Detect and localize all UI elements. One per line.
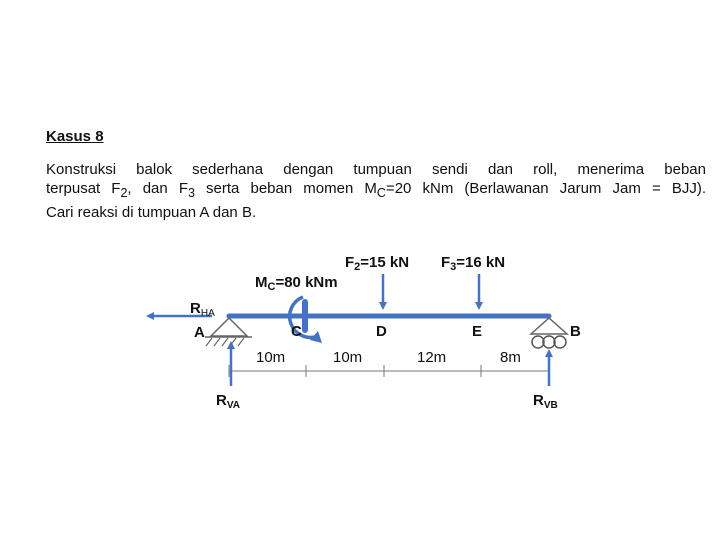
span-4-label: 8m: [500, 349, 521, 366]
label-point-b: B: [570, 323, 581, 340]
label-point-d: D: [376, 323, 387, 340]
statement-line-2-part-1: terpusat F: [46, 180, 121, 197]
moment-mc-symbol: [287, 295, 322, 343]
statement-line-2-part-2: , dan F: [127, 180, 188, 197]
span-2-label: 10m: [333, 349, 362, 366]
statement-line-1: Konstruksi balok sederhana dengan tumpua…: [46, 161, 706, 178]
statement-sub-f2: 2: [120, 186, 128, 200]
statement-sub-mc: C: [376, 186, 386, 200]
dimension-line: [228, 365, 550, 377]
label-point-e: E: [472, 323, 482, 340]
statement-sub-f3: 3: [187, 186, 195, 200]
pin-support-a: [205, 316, 252, 347]
label-f2: F2=15 kN: [345, 254, 409, 273]
label-mc: MC=80 kNm: [255, 274, 338, 293]
statement-line-2-part-4: =20 kNm (Berlawanan Jarum Jam = BJJ).: [385, 180, 706, 197]
statement-line-2-part-3: serta beban momen M: [194, 180, 377, 197]
label-rva: RVA: [216, 392, 240, 411]
problem-title: Kasus 8: [46, 128, 104, 145]
span-3-label: 12m: [417, 349, 446, 366]
label-f3: F3=16 kN: [441, 254, 505, 273]
label-rha: RHA: [190, 300, 215, 319]
label-point-a: A: [194, 324, 205, 341]
span-1-label: 10m: [256, 349, 285, 366]
statement-line-3: Cari reaksi di tumpuan A dan B.: [46, 204, 257, 221]
problem-statement: Konstruksi balok sederhana dengan tumpua…: [46, 160, 706, 222]
statement-line-2: terpusat F2, dan F3 serta beban momen MC…: [46, 179, 706, 203]
label-rvb: RVB: [533, 392, 558, 411]
label-point-c: C: [291, 323, 302, 340]
roller-support-b: [529, 316, 569, 349]
